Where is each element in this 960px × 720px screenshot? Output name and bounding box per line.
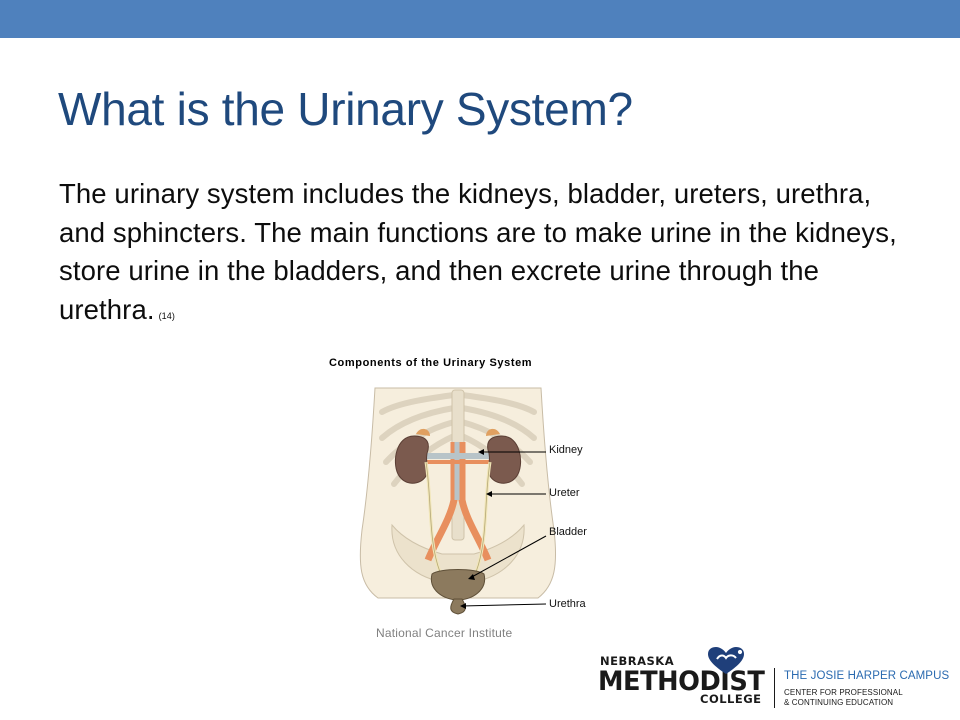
- center-subtitle: CENTER FOR PROFESSIONAL & CONTINUING EDU…: [784, 688, 903, 708]
- college-logo: NEBRASKA METHODIST COLLEGE THE JOSIE HAR…: [596, 644, 949, 710]
- bladder-label: Bladder: [549, 526, 587, 538]
- heart-logo-icon: [708, 647, 744, 674]
- urethra-label: Urethra: [549, 598, 586, 610]
- logo-methodist: METHODIST: [598, 666, 765, 697]
- figure-title: Components of the Urinary System: [329, 357, 533, 369]
- center-line-2: & CONTINUING EDUCATION: [784, 698, 894, 707]
- slide-title: What is the Urinary System?: [58, 83, 633, 135]
- kidney-label: Kidney: [549, 444, 583, 456]
- center-line-1: CENTER FOR PROFESSIONAL: [784, 688, 903, 697]
- urinary-system-illustration: [359, 387, 557, 615]
- ureter-label: Ureter: [549, 487, 580, 499]
- urinary-system-figure: Components of the Urinary System Kidney …: [320, 350, 610, 650]
- header-bar: [0, 0, 960, 38]
- logo-nebraska: NEBRASKA: [600, 654, 675, 668]
- citation: (14): [158, 310, 175, 321]
- logo-divider: [774, 668, 775, 708]
- body-text: The urinary system includes the kidneys,…: [59, 178, 897, 325]
- figure-credit: National Cancer Institute: [376, 626, 513, 640]
- campus-name: THE JOSIE HARPER CAMPUS: [784, 670, 950, 682]
- slide-body: The urinary system includes the kidneys,…: [59, 175, 909, 335]
- logo-college: COLLEGE: [700, 692, 762, 706]
